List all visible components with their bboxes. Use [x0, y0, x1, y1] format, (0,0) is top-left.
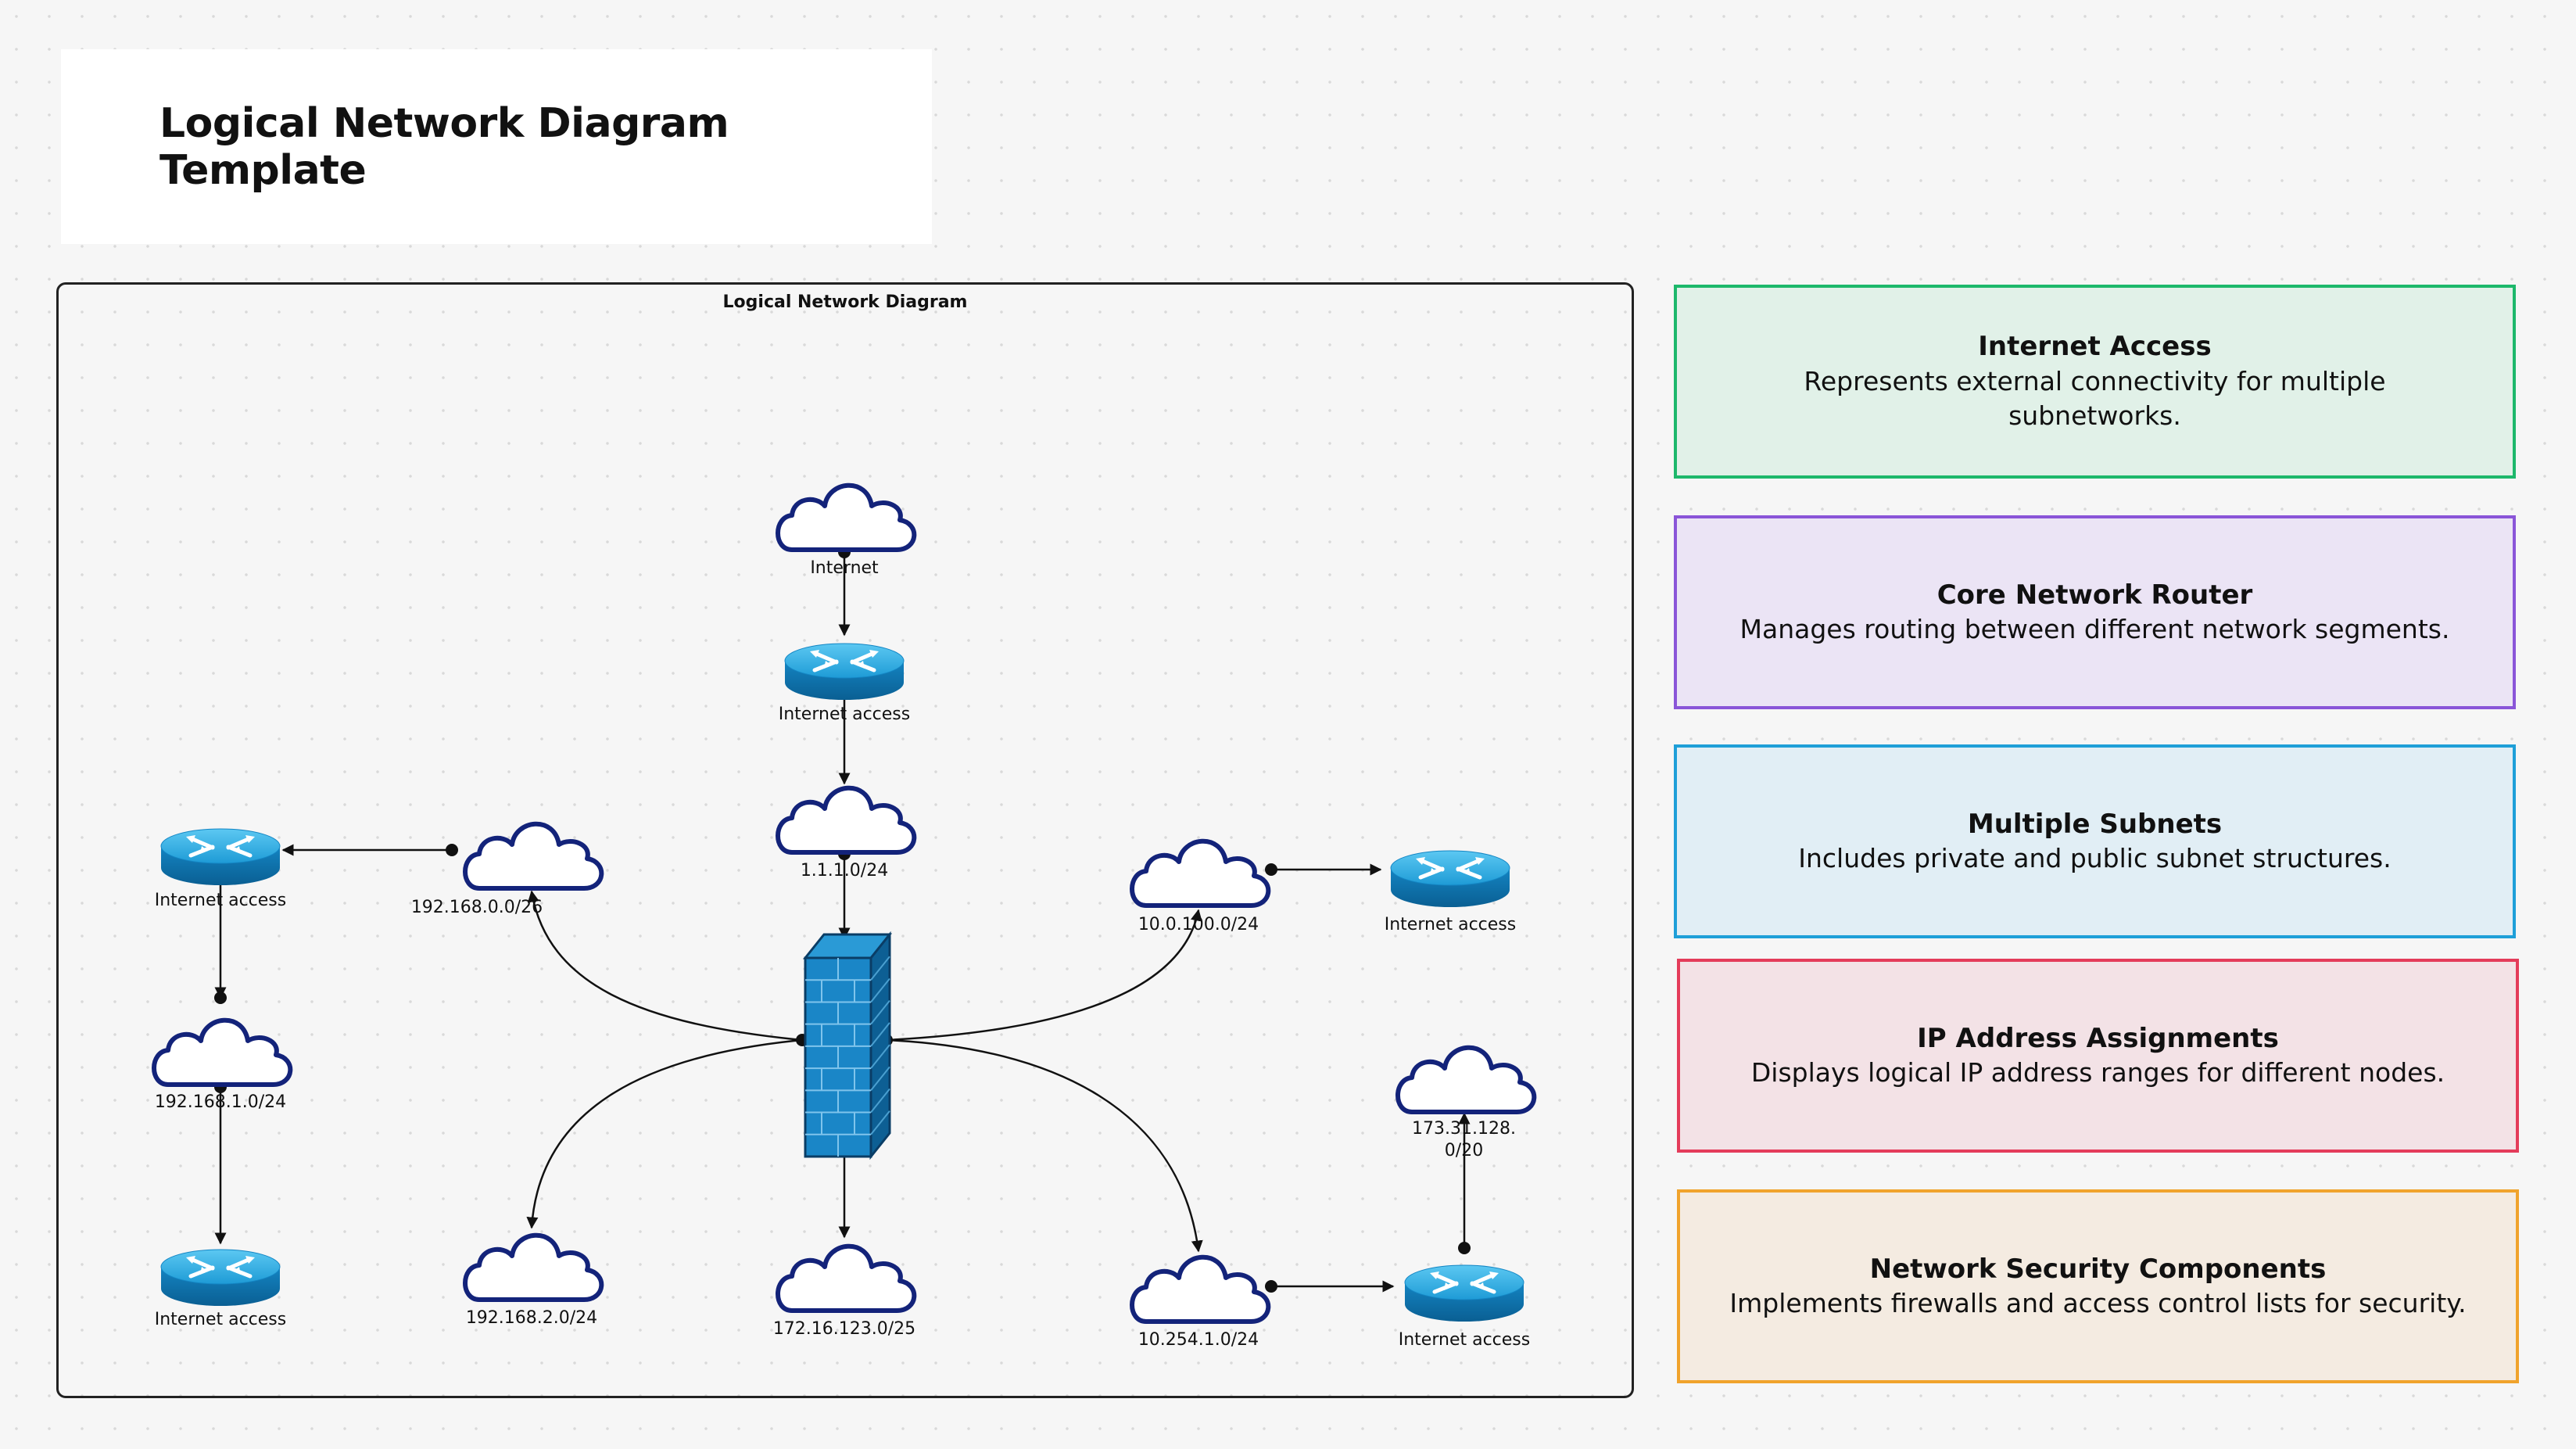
title-card: Logical Network Diagram Template — [61, 49, 932, 244]
label-subnet-173-31-wrap: 173.31.128.0/20 — [1412, 1119, 1516, 1160]
subnet-1-1-1-cloud-icon — [776, 785, 917, 855]
edge-firewall-10-254 — [886, 1038, 1203, 1253]
card-description: Implements firewalls and access control … — [1729, 1287, 2467, 1318]
connector-dot — [1265, 863, 1277, 876]
edge-firewall-192-168-2 — [526, 1038, 803, 1229]
edge-firewall-10-0-100 — [886, 909, 1202, 1042]
edge-firewall-192-168-0 — [527, 890, 803, 1042]
label-subnet-1-1-1: 1.1.1.0/24 — [801, 861, 888, 881]
card-title: IP Address Assignments — [1917, 1022, 2279, 1054]
diagram-frame: Logical Network Diagram — [56, 282, 1634, 1398]
router-bottom-left-router-icon — [160, 1249, 281, 1306]
connector-dot — [1458, 1242, 1471, 1254]
connector-dot — [1265, 1280, 1277, 1293]
card-network-security-components: Network Security Components Implements f… — [1677, 1189, 2519, 1383]
page-title: Logical Network Diagram Template — [159, 99, 729, 194]
subnet-10-0-100-cloud-icon — [1130, 838, 1271, 908]
subnet-10-254-cloud-icon — [1130, 1254, 1271, 1324]
label-internet: Internet — [810, 558, 879, 578]
card-title: Network Security Components — [1869, 1253, 2327, 1285]
label-subnet-192-168-0: 192.168.0.0/26 — [411, 898, 543, 917]
label-subnet-192-168-2: 192.168.2.0/24 — [466, 1308, 597, 1328]
card-internet-access: Internet Access Represents external conn… — [1674, 285, 2516, 479]
card-title: Multiple Subnets — [1967, 808, 2223, 840]
subnet-192-168-0-cloud-icon — [463, 821, 604, 891]
label-subnet-10-254: 10.254.1.0/24 — [1138, 1330, 1259, 1350]
label-subnet-173-31: 173.31.128.0/20 — [1412, 1119, 1516, 1160]
internet-cloud-icon — [776, 482, 917, 552]
subnet-172-16-cloud-icon — [776, 1243, 917, 1313]
card-description: Includes private and public subnet struc… — [1798, 842, 2391, 873]
connections — [214, 546, 1471, 1293]
subnet-192-168-1-cloud-icon — [152, 1017, 293, 1087]
label-router-left: Internet access — [155, 891, 286, 910]
label-router-top: Internet access — [779, 705, 910, 724]
node-labels: Internet Internet access 1.1.1.0/24 Inte… — [155, 558, 1530, 1350]
connector-dot — [214, 992, 227, 1004]
label-router-right: Internet access — [1385, 915, 1516, 934]
card-description: Manages routing between different networ… — [1739, 613, 2450, 644]
label-subnet-172-16: 172.16.123.0/25 — [773, 1319, 915, 1339]
subnet-173-31-cloud-icon — [1395, 1045, 1537, 1114]
connector-dot — [446, 844, 458, 856]
router-top-router-icon — [784, 643, 905, 700]
label-subnet-10-0-100: 10.0.100.0/24 — [1138, 915, 1259, 934]
card-description: Displays logical IP address ranges for d… — [1750, 1056, 2445, 1088]
nodes — [152, 482, 1537, 1324]
card-description: Represents external connectivity for mul… — [1804, 365, 2386, 432]
firewall-icon — [802, 931, 893, 1160]
router-right-router-icon — [1390, 850, 1510, 907]
diagram-title: Logical Network Diagram — [722, 292, 968, 312]
card-ip-address-assignments: IP Address Assignments Displays logical … — [1677, 959, 2519, 1153]
card-multiple-subnets: Multiple Subnets Includes private and pu… — [1674, 744, 2516, 938]
label-subnet-192-168-1: 192.168.1.0/24 — [155, 1092, 286, 1112]
card-core-network-router: Core Network Router Manages routing betw… — [1674, 515, 2516, 709]
card-title: Internet Access — [1978, 331, 2212, 363]
router-left-router-icon — [160, 828, 281, 885]
subnet-192-168-2-cloud-icon — [463, 1232, 604, 1302]
card-title: Core Network Router — [1936, 579, 2253, 611]
label-router-bottom-left: Internet access — [155, 1310, 286, 1329]
label-router-bottom-right: Internet access — [1399, 1330, 1530, 1350]
router-bottom-right-router-icon — [1404, 1264, 1524, 1322]
